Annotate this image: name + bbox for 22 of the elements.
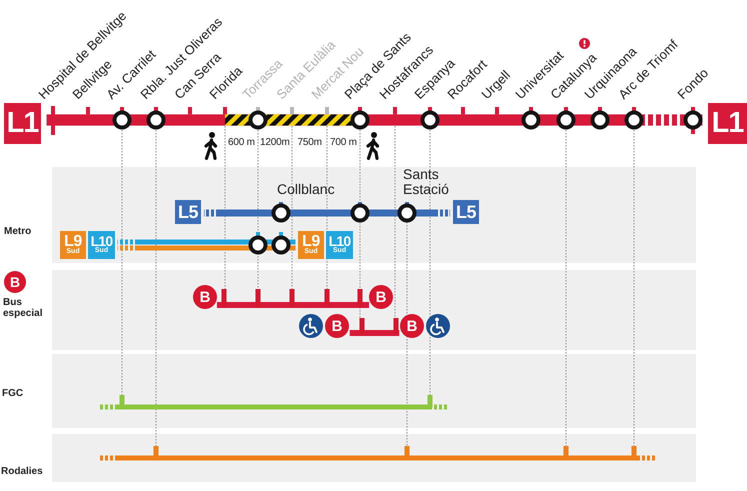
mode-label: Metro	[4, 226, 32, 238]
line-badge	[326, 231, 353, 259]
line-badge: L1	[708, 103, 747, 144]
distance-label: 600 m	[228, 137, 255, 149]
line-badge	[88, 231, 115, 259]
bus-route-line	[216, 302, 370, 308]
line-badge	[60, 231, 86, 259]
line-badge: L5	[175, 200, 201, 224]
bus-sign: B	[4, 271, 26, 293]
distance-label: 700 m	[330, 137, 357, 149]
line-badge	[298, 231, 324, 259]
line-badge: L5	[453, 200, 479, 224]
mode-label: Bus especial	[3, 297, 42, 319]
rail-line	[115, 240, 298, 250]
mode-label: Rodalies	[1, 466, 43, 478]
station-name: Sants Estació	[403, 167, 449, 197]
distance-label: 750m	[298, 137, 322, 149]
mode-label: FGC	[2, 388, 24, 400]
line-badge: L1	[4, 103, 41, 144]
distance-label: 1200m	[260, 137, 290, 149]
station-name: Collblanc	[277, 182, 335, 197]
bus-route-line	[350, 330, 400, 336]
